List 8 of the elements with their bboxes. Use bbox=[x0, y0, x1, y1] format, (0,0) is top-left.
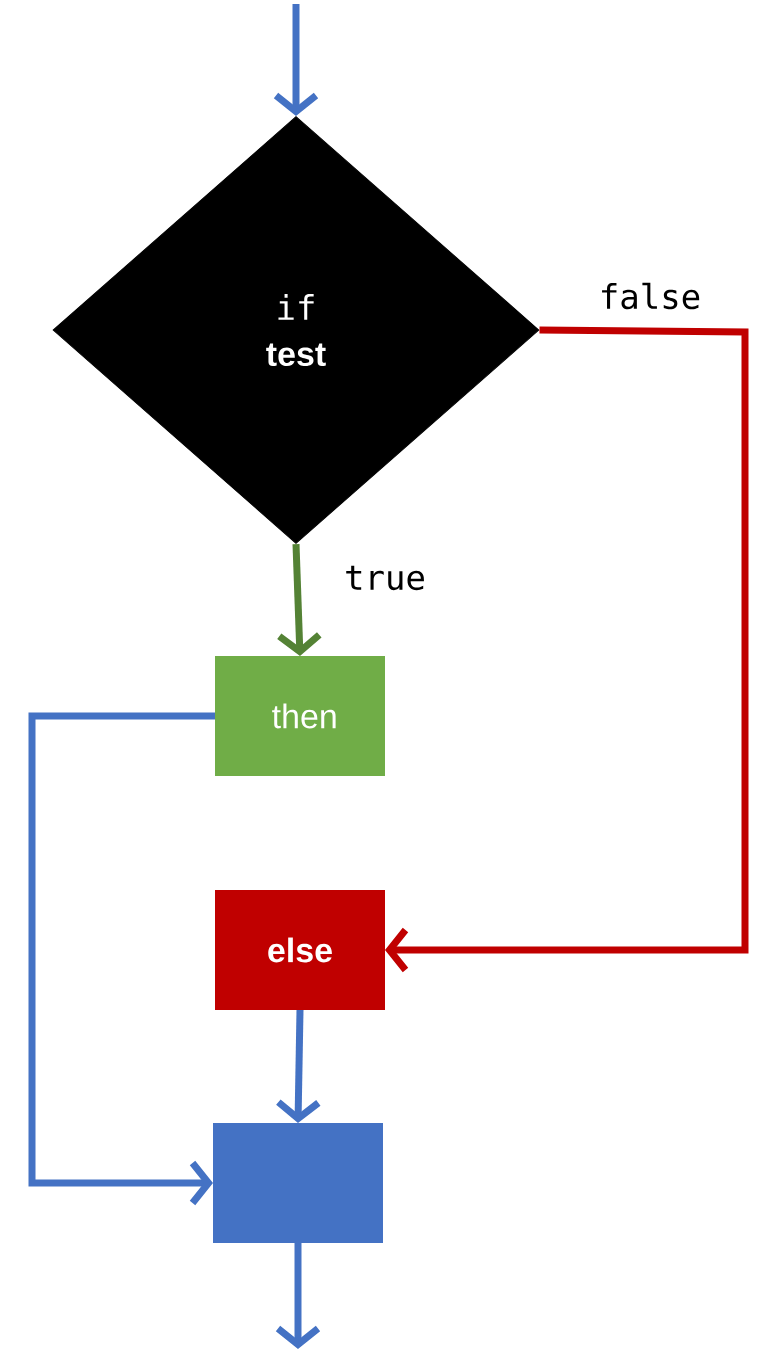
edge-label: true bbox=[342, 563, 428, 593]
arrow bbox=[385, 326, 749, 973]
process-box bbox=[213, 1123, 383, 1243]
edge-label: false bbox=[596, 280, 704, 312]
arrow bbox=[277, 543, 322, 656]
process-box: then bbox=[215, 656, 385, 776]
arrow bbox=[276, 1009, 321, 1123]
process-box: else bbox=[215, 890, 385, 1010]
